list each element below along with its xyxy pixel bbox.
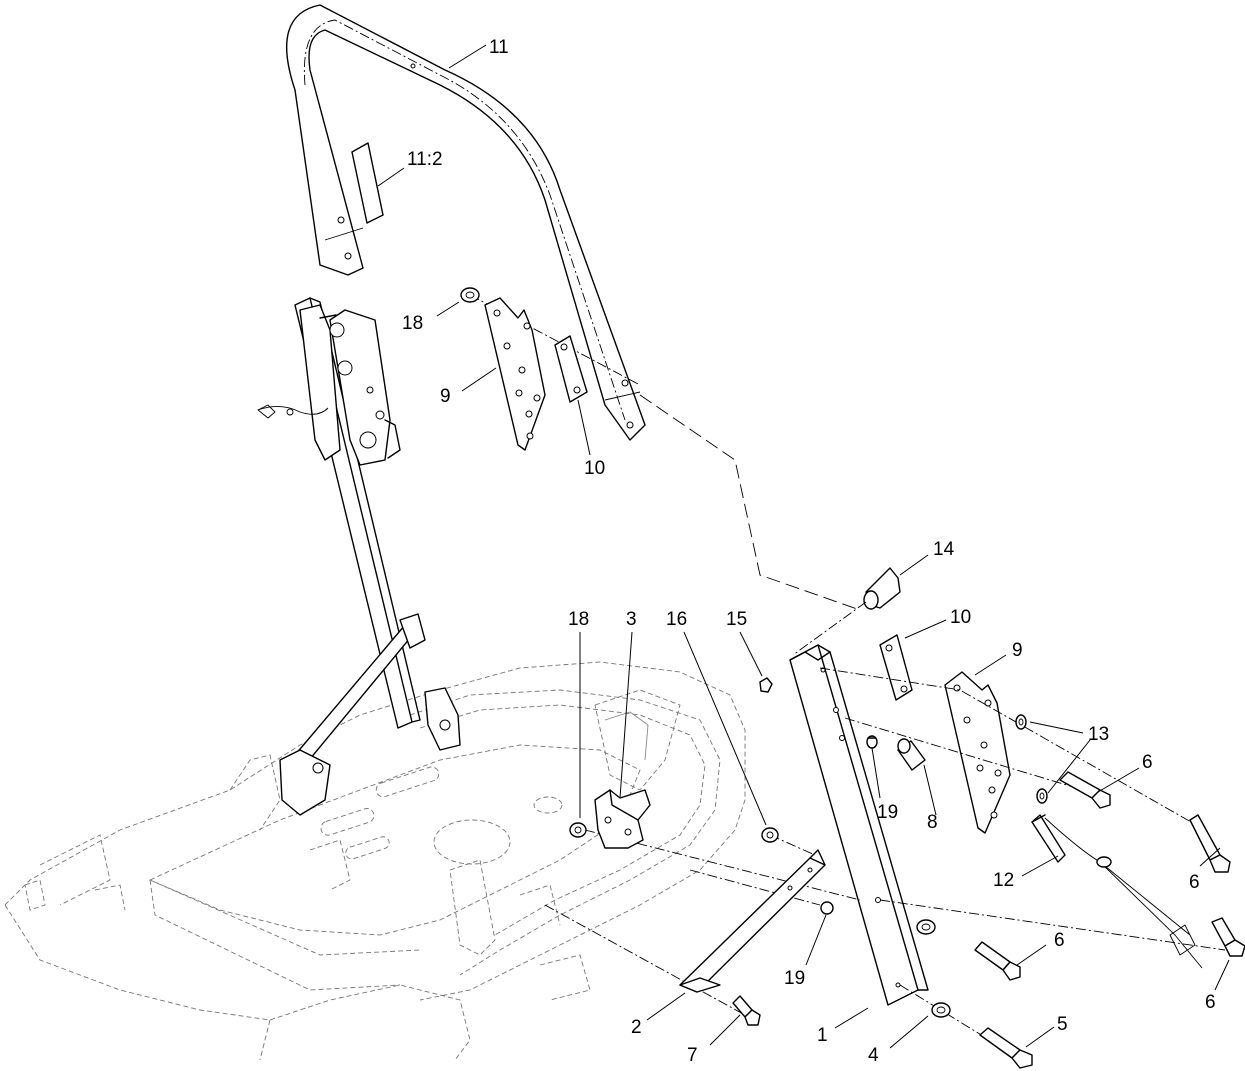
part-2-brace-tube (679, 849, 826, 993)
callout-8: 8 (927, 812, 938, 833)
callout-16: 16 (666, 609, 687, 630)
part-10-shim-lower (879, 634, 913, 701)
callout-15: 15 (726, 609, 747, 630)
callout-18-upper: 18 (402, 313, 423, 334)
part-18-nut-lower (569, 822, 587, 838)
callout-6-upper: 6 (1142, 752, 1153, 773)
part-12-latch-pin (1031, 814, 1203, 969)
part-16-nut (761, 827, 779, 843)
callout-labels: 11 11:2 18 9 10 14 18 3 16 15 10 9 13 6 … (402, 37, 1216, 1066)
callout-10-upper: 10 (584, 458, 605, 479)
left-rops-upright (257, 297, 461, 816)
part-18-nut (460, 287, 480, 303)
callout-4: 4 (868, 1045, 879, 1066)
part-4-washers (916, 919, 951, 1018)
callout-10-lower: 10 (950, 607, 971, 628)
callout-3: 3 (626, 609, 637, 630)
callout-13: 13 (1088, 724, 1109, 745)
part-5-bolt (979, 1027, 1033, 1069)
callout-11: 11 (489, 37, 509, 58)
part-15-nut (759, 677, 773, 693)
callout-11-2: 11:2 (407, 149, 443, 170)
part-19-pin-lower (820, 901, 834, 915)
callout-6-middle: 6 (1054, 930, 1065, 951)
part-10-shim (554, 335, 588, 403)
callout-5: 5 (1057, 1014, 1068, 1035)
callout-9-lower: 9 (1012, 640, 1023, 661)
part-13-washers (1015, 714, 1048, 804)
leader-lines (377, 44, 1230, 1049)
callout-19-lower: 19 (784, 968, 805, 989)
part-7-bolt (732, 995, 761, 1026)
part-8-spacer (897, 738, 926, 771)
upper-mount-plate-group (460, 287, 641, 451)
callout-6-right: 6 (1189, 872, 1200, 893)
part-1-upright-tube (789, 644, 929, 1006)
part-19-pin-upper (866, 735, 878, 749)
part-6-bolts (974, 771, 1245, 981)
callout-7: 7 (687, 1045, 698, 1066)
callout-18-lower: 18 (568, 609, 589, 630)
callout-9-upper: 9 (440, 386, 451, 407)
callout-2: 2 (631, 1017, 642, 1038)
phantom-frame (4, 661, 746, 1061)
part-3-bracket (594, 789, 651, 849)
part-9-mount-plate (484, 297, 546, 451)
part-11-2-decal (351, 142, 384, 224)
callout-1: 1 (817, 1025, 828, 1046)
callout-14: 14 (933, 539, 955, 560)
part-14-bumper (792, 567, 901, 656)
callout-19-upper: 19 (877, 802, 898, 823)
callout-12: 12 (993, 870, 1014, 891)
part-9-mount-plate-lower (944, 671, 1011, 834)
callout-6-lower: 6 (1205, 992, 1216, 1013)
part-11-roll-bar (286, 4, 646, 441)
